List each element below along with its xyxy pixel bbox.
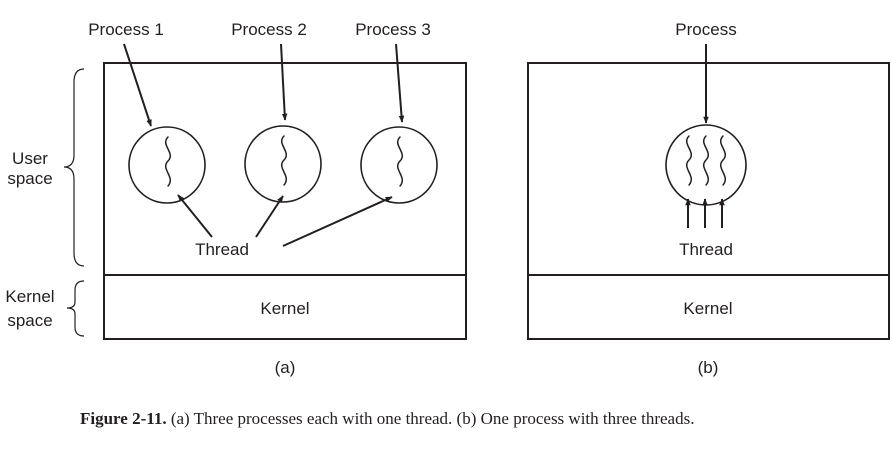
- figure-caption: Figure 2-11. (a) Three processes each wi…: [80, 408, 820, 430]
- thread-label-a: Thread: [195, 240, 249, 259]
- thread-arrow-1: [177, 194, 213, 238]
- thread-label-b: Thread: [679, 240, 733, 259]
- user-space-brace: [63, 68, 85, 267]
- user-space-label-line1: User: [12, 149, 48, 168]
- kernel-label-a: Kernel: [260, 299, 309, 318]
- thread-squiggle-3: [397, 136, 403, 187]
- process-3-circle: [360, 126, 438, 204]
- caption-text: (a) Three processes each with one thread…: [170, 409, 695, 428]
- process-label-b: Process: [675, 20, 736, 39]
- process-1-arrow: [123, 43, 152, 127]
- thread-squiggle-b2: [703, 135, 709, 186]
- process-2-arrow: [280, 43, 288, 121]
- thread-squiggle-2: [281, 135, 287, 186]
- kernel-space-label-line1: Kernel: [5, 287, 54, 306]
- thread-squiggle-1: [165, 136, 171, 187]
- thread-squiggle-b1: [686, 135, 692, 186]
- kernel-label-b: Kernel: [683, 299, 732, 318]
- kernel-box-b: [527, 274, 890, 340]
- thread-squiggle-b3: [720, 135, 726, 186]
- user-space-label-line2: space: [7, 169, 52, 188]
- thread-arrow-2: [255, 195, 284, 238]
- user-space-box-a: [103, 62, 467, 276]
- process-3-label: Process 3: [355, 20, 431, 39]
- kernel-box-a: [103, 274, 467, 340]
- process-3-arrow: [395, 43, 405, 123]
- thread-arrow-3: [282, 196, 393, 247]
- kernel-space-label-line2: space: [7, 311, 52, 330]
- process-1-label: Process 1: [88, 20, 164, 39]
- figure-number: Figure 2-11.: [80, 409, 167, 428]
- process-1-circle: [128, 126, 206, 204]
- panel-a-label: (a): [275, 358, 296, 377]
- kernel-space-brace: [66, 280, 85, 337]
- panel-b: Process Thread Kernel (b): [527, 20, 890, 377]
- panel-b-label: (b): [698, 358, 719, 377]
- panel-a: Process 1 Process 2 Process 3 Thread Ker…: [5, 20, 467, 377]
- process-2-label: Process 2: [231, 20, 307, 39]
